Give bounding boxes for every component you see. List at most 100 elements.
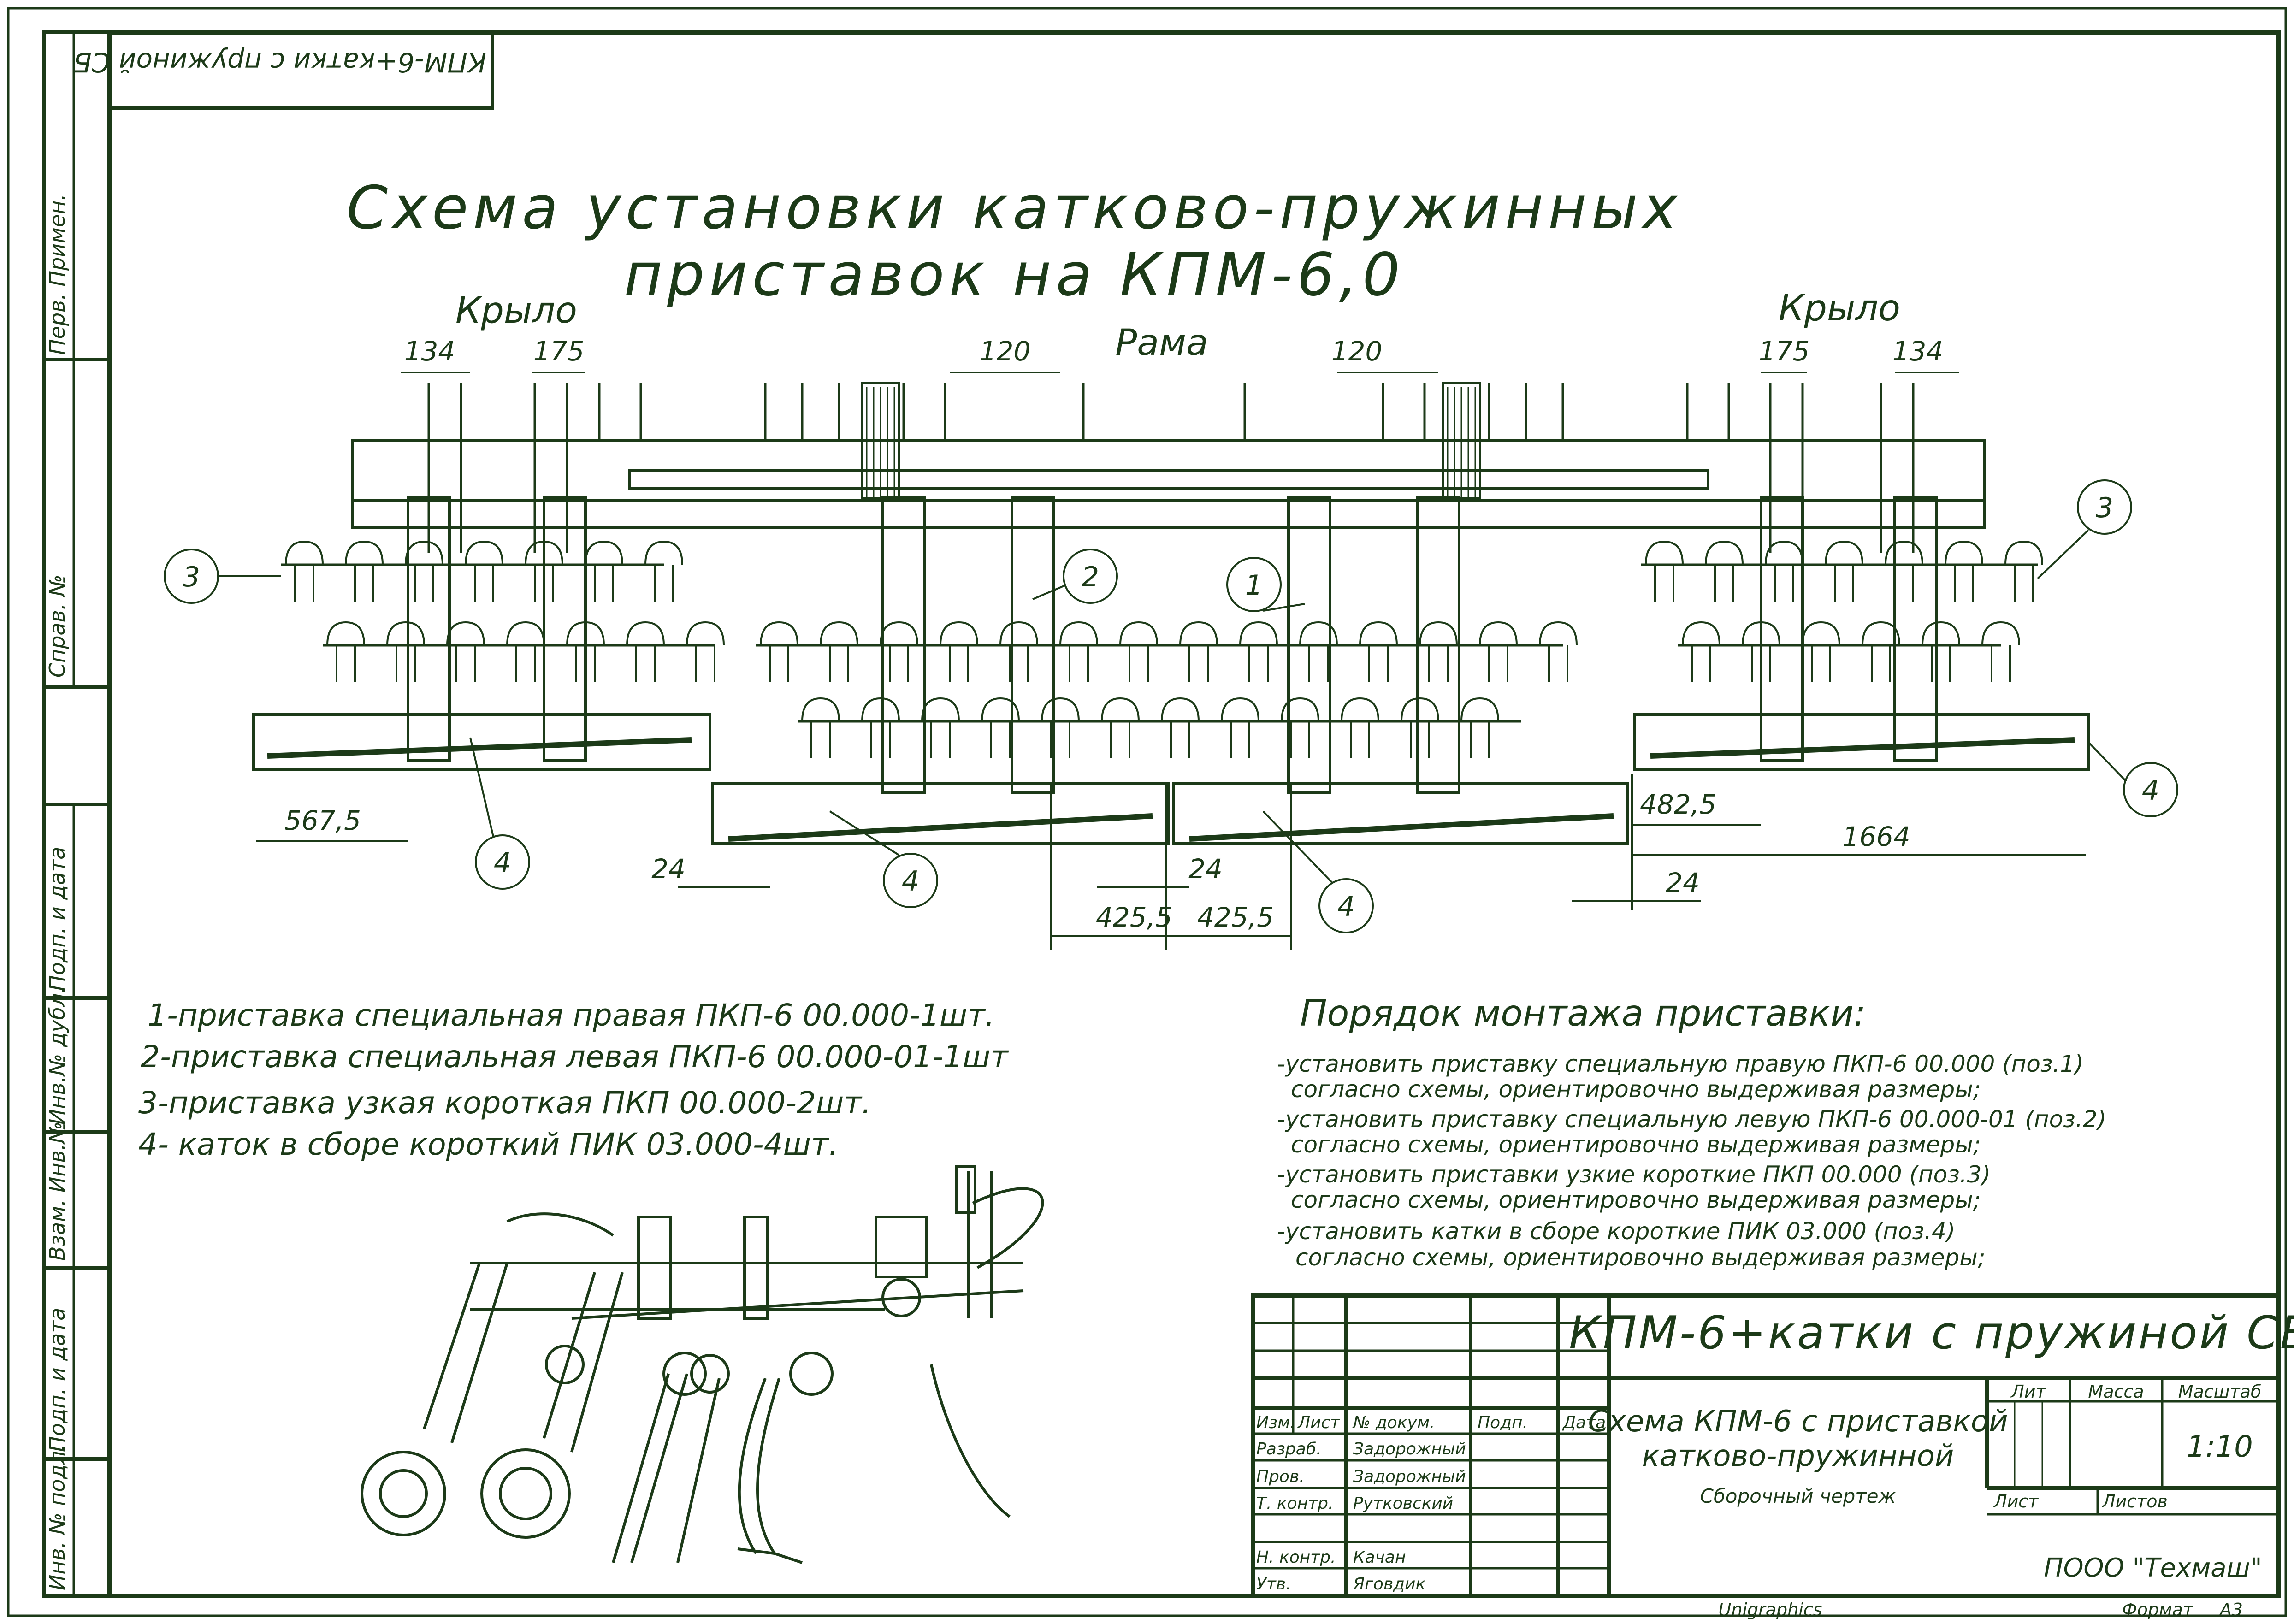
sheets-label: Листов — [2101, 1491, 2168, 1512]
callout-3-right: 3 — [2096, 492, 2113, 524]
format-value: А3 — [2218, 1600, 2243, 1620]
spring-tine — [1119, 621, 1158, 682]
parts-list-item: 2-приставка специальная левая ПКП-6 00.0… — [141, 1039, 1009, 1075]
side-stamp-2: Подп. и дата — [45, 847, 70, 991]
spring-tine — [981, 697, 1020, 758]
mounting-line: согласно схемы, ориентировочно выдержива… — [1295, 1244, 1986, 1271]
spring-tine — [326, 621, 365, 682]
dim-24-center: 24 — [1188, 853, 1223, 885]
side-stamp-6: Инв. № подл. — [45, 1444, 70, 1590]
side-stamp-4: Взам. Инв.№ — [45, 1122, 70, 1261]
mounting-line: -установить приставку специальную правую… — [1277, 1051, 2084, 1077]
role-norm-control: Н. контр. — [1256, 1548, 1336, 1567]
name-developer: Задорожный — [1353, 1440, 1466, 1459]
callout-numbers: 3 2 1 3 4 4 4 4 — [183, 492, 2159, 923]
callout-1: 1 — [1245, 569, 1263, 602]
mounting-steps: -установить приставку специальную правую… — [1277, 1051, 2106, 1271]
wing-right-label: Крыло — [1779, 288, 1900, 329]
name-norm-control: Качан — [1353, 1548, 1406, 1567]
side-stamp-1: Справ. № — [45, 574, 70, 678]
spring-tine — [1299, 621, 1338, 682]
spring-tine — [1341, 697, 1379, 758]
dimension-lines — [256, 372, 2086, 950]
spring-tine — [1922, 621, 1960, 682]
side-stamps: Перв. Примен. Справ. № Подп. и дата Инв.… — [45, 194, 70, 1590]
callout-3-left: 3 — [183, 561, 200, 593]
spring-tine — [1479, 621, 1518, 682]
spring-tine — [644, 540, 683, 602]
parts-list: 1-приставка специальная правая ПКП-6 00.… — [138, 998, 1009, 1162]
dim-482-5: 482,5 — [1640, 789, 1716, 820]
col-header-date: Дата — [1562, 1413, 1606, 1432]
mounting-line: -установить приставку специальную левую … — [1277, 1106, 2106, 1133]
spring-tine — [1179, 621, 1218, 682]
spring-tine — [1161, 697, 1200, 758]
dim-567-5: 567,5 — [284, 805, 361, 836]
dim-134-left: 134 — [404, 336, 455, 367]
spring-tine — [820, 621, 858, 682]
dimension-values: 134 175 120 120 175 134 567,5 24 425,5 4… — [284, 336, 1943, 933]
dim-24-right: 24 — [1666, 867, 1700, 898]
spring-tine — [1682, 621, 1720, 682]
spring-tine — [1945, 540, 1983, 602]
lit-label: Лит — [2010, 1382, 2046, 1402]
name-approved: Яговдик — [1353, 1575, 1425, 1594]
spring-tine — [1101, 697, 1140, 758]
title-block-text: КПМ-6+катки с пружиной СБ Схема КПМ-6 с … — [1256, 1307, 2294, 1594]
dim-134-right: 134 — [1892, 336, 1944, 367]
callout-4-b: 4 — [902, 865, 919, 898]
spring-tine — [1041, 697, 1080, 758]
parts-list-item: 3-приставка узкая короткая ПКП 00.000-2ш… — [138, 1085, 871, 1121]
software-footer: Unigraphics — [1719, 1600, 1822, 1620]
spring-tine — [386, 621, 425, 682]
spring-tine — [465, 540, 503, 602]
drawing-title-line1: Схема установки катково-пружинных — [347, 174, 1682, 242]
wing-left-label: Крыло — [455, 290, 577, 331]
role-developer: Разраб. — [1256, 1440, 1321, 1459]
name-tech-control: Рутковский — [1353, 1494, 1453, 1513]
document-name-line2: катково-пружинной — [1642, 1439, 1954, 1473]
spring-tine — [801, 697, 840, 758]
designation: КПМ-6+катки с пружиной СБ — [1569, 1307, 2294, 1359]
spring-tine — [1765, 540, 1803, 602]
dim-425-5-left: 425,5 — [1096, 902, 1172, 933]
drawing-title-line2: приставок на КПМ-6,0 — [624, 241, 1404, 309]
dim-120-right: 120 — [1331, 336, 1383, 367]
frame-label: Рама — [1115, 322, 1208, 364]
spring-tine — [1059, 621, 1098, 682]
mounting-heading: Порядок монтажа приставки: — [1300, 993, 1866, 1034]
spring-tine — [1981, 621, 2020, 682]
sheet-label: Лист — [1993, 1491, 2039, 1512]
spring-tine — [1221, 697, 1259, 758]
dim-425-5-right: 425,5 — [1197, 902, 1274, 933]
spring-tine — [1645, 540, 1684, 602]
spring-tine — [1460, 697, 1499, 758]
company-name: ПООО "Техмаш" — [2044, 1553, 2262, 1583]
role-tech-control: Т. контр. — [1256, 1494, 1333, 1513]
callouts — [164, 479, 2178, 933]
spring-tine — [585, 540, 623, 602]
dim-120-left: 120 — [980, 336, 1031, 367]
mounting-line: -установить катки в сборе короткие ПИК 0… — [1277, 1218, 1955, 1245]
spring-tine — [1401, 697, 1439, 758]
mounting-line: -установить приставки узкие короткие ПКП… — [1277, 1161, 1991, 1188]
spring-tine — [1862, 621, 1900, 682]
spring-tine — [1281, 697, 1319, 758]
callout-2: 2 — [1082, 561, 1099, 593]
role-approved: Утв. — [1256, 1575, 1291, 1594]
mounting-line: согласно схемы, ориентировочно выдержива… — [1291, 1187, 1981, 1213]
spring-tine — [626, 621, 665, 682]
spring-tine — [285, 540, 324, 602]
parts-list-item: 1-приставка специальная правая ПКП-6 00.… — [148, 998, 995, 1033]
spring-tine — [1359, 621, 1398, 682]
callout-4-a: 4 — [494, 847, 511, 879]
spring-tine — [1239, 621, 1278, 682]
spring-tine — [760, 621, 798, 682]
document-type: Сборочный чертеж — [1700, 1485, 1896, 1507]
mounting-line: согласно схемы, ориентировочно выдержива… — [1291, 1076, 1981, 1103]
mass-label: Масса — [2088, 1382, 2144, 1402]
side-stamp-5: Подп. и дата — [45, 1308, 70, 1452]
spring-tine — [999, 621, 1038, 682]
spring-tine — [686, 621, 725, 682]
